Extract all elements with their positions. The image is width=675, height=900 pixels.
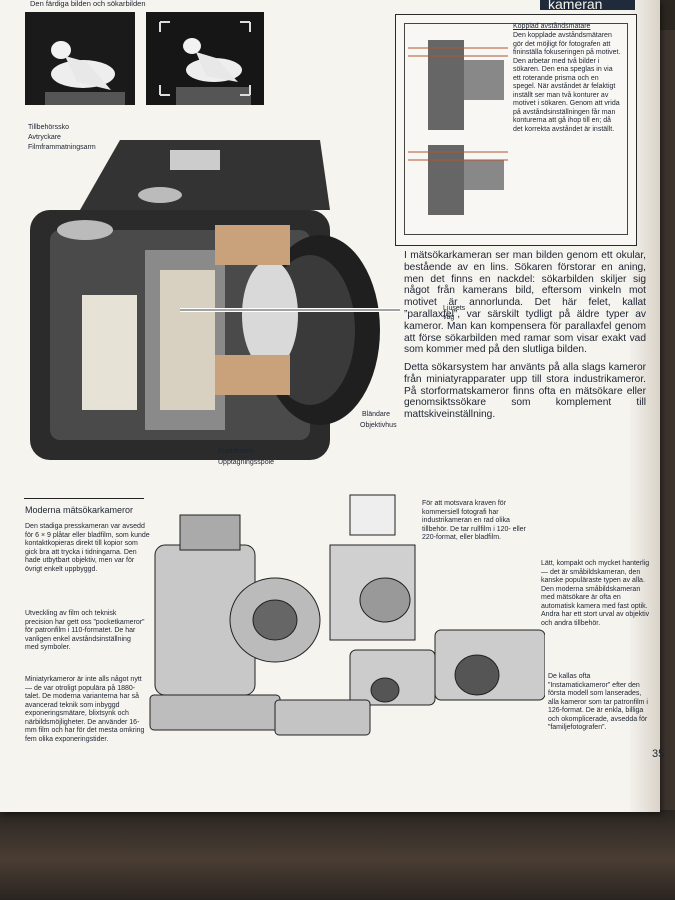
dove-viewfinder-illustration <box>146 12 264 105</box>
label-accessory-shoe: Tillbehörssko <box>28 124 69 131</box>
label-lens-housing: Objektivhus <box>360 422 397 429</box>
instamatic-camera-text: De kallas ofta ”Instamatickameror” efter… <box>548 673 648 731</box>
small-format-camera-text: Lätt, kompakt och mycket hanterlig — det… <box>541 560 650 627</box>
label-curtain-shutter: Ridåslutare <box>218 448 254 455</box>
pocket-camera-text: Utveckling av film och teknisk precision… <box>25 610 145 651</box>
photos-caption: Den färdiga bilden och sökarbilden <box>30 0 146 8</box>
viewfinder-photo <box>146 12 264 105</box>
rangefinder-illustration <box>408 40 508 215</box>
book-page: kameran Den färdiga bilden och sökarbild… <box>0 0 664 812</box>
label-take-up-spool: Upptagningsspole <box>218 459 275 466</box>
label-aperture: Bländare <box>362 411 391 418</box>
final-image-photo <box>25 12 135 105</box>
section-rule <box>24 498 144 499</box>
modern-section-title: Moderna mätsökarkameror <box>25 505 134 515</box>
press-camera-text: Den stadiga presskameran var avsedd för … <box>25 523 150 573</box>
rangefinder-text: Den kopplade avståndsmätaren gör det möj… <box>513 32 621 133</box>
label-shutter-release: Avtryckare <box>28 134 61 141</box>
label-film-advance: Filmframmatningsarm <box>28 144 96 151</box>
rangefinder-diagram-box: Kopplad avståndsmätare Den kopplade avst… <box>395 14 637 246</box>
page-number: 35 <box>652 748 665 760</box>
miniature-camera-text: Miniatyrkameror är inte alls något nytt … <box>25 676 145 743</box>
rangefinder-title: Kopplad avståndsmätare <box>513 23 591 30</box>
background-table <box>0 810 675 900</box>
rangefinder-inner-frame <box>404 23 628 235</box>
industrial-camera-text: För att motsvara kraven för kommersiell … <box>422 500 526 541</box>
dove-illustration <box>25 12 135 105</box>
header-band <box>540 0 635 10</box>
header-fragment: kameran <box>548 0 603 12</box>
label-light-path: Ljusets väg <box>443 305 466 321</box>
main-paragraph-1: I mätsökarkameran ser man bilden genom e… <box>404 250 646 356</box>
main-paragraph-2: Detta sökarsystem har använts på alla sl… <box>404 362 646 421</box>
modern-cameras-illustration <box>149 494 545 736</box>
camera-cutaway-illustration <box>30 140 400 460</box>
